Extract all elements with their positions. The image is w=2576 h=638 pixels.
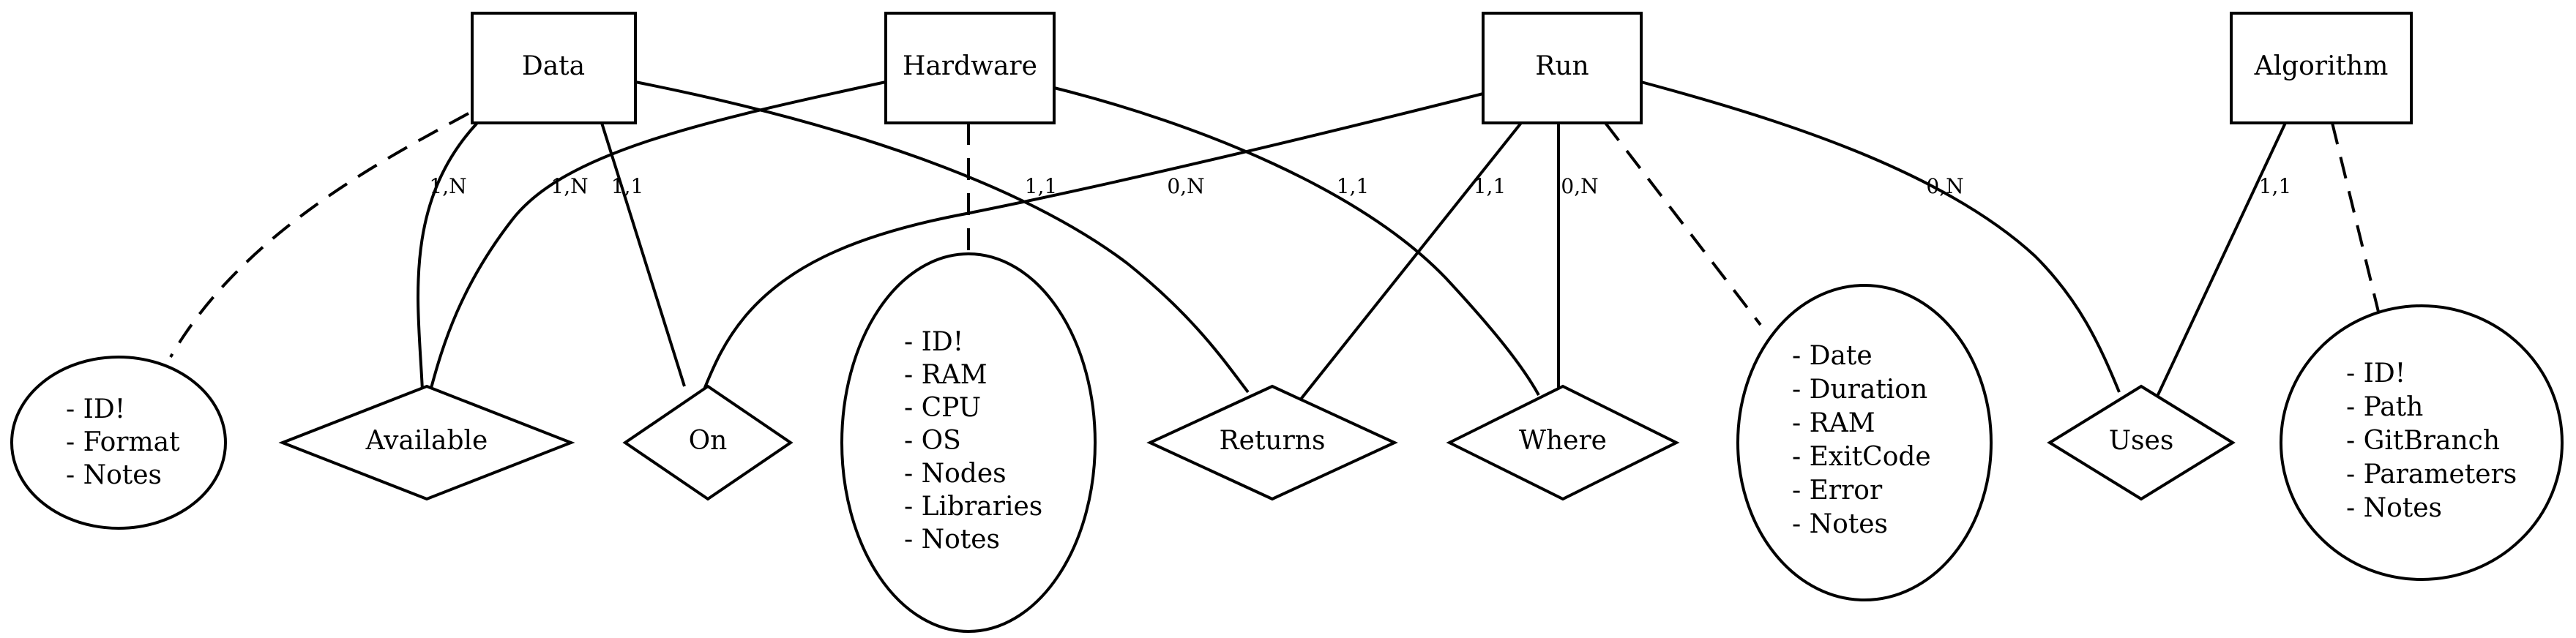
card-data-available: 1,N bbox=[429, 174, 466, 198]
attributes-algorithm-line: - GitBranch bbox=[2346, 426, 2500, 456]
edge-data-returns bbox=[635, 80, 1250, 394]
relation-returns-shape bbox=[1146, 384, 1398, 501]
attributes-run-ellipse bbox=[1736, 284, 1993, 601]
attributes-data-ellipse bbox=[10, 356, 227, 530]
entity-hardware: Hardware bbox=[884, 12, 1056, 124]
attributes-data-line: - Format bbox=[66, 427, 180, 457]
entity-run: Run bbox=[1482, 12, 1643, 124]
relation-on: On bbox=[622, 384, 794, 501]
relation-uses-shape bbox=[2047, 384, 2236, 501]
edge-run-uses bbox=[1640, 80, 2121, 393]
attributes-run-line: - Notes bbox=[1792, 509, 1888, 539]
edge-data-available bbox=[417, 121, 479, 391]
edge-hardware-where bbox=[1053, 86, 1540, 396]
attributes-hardware-line: - Nodes bbox=[904, 459, 1007, 489]
entity-hardware-label: Hardware bbox=[903, 51, 1037, 81]
attributes-hardware-line: - RAM bbox=[904, 360, 988, 390]
relation-available-shape bbox=[278, 384, 575, 501]
edge-algorithm-uses bbox=[2154, 122, 2287, 400]
edge-run-attributes bbox=[1604, 121, 1762, 326]
edge-data-on bbox=[600, 122, 686, 387]
attributes-run-line: - Error bbox=[1792, 476, 1883, 506]
attributes-hardware: - ID! - RAM - CPU - OS - Nodes - Librari… bbox=[840, 252, 1097, 633]
attributes-algorithm-line: - Path bbox=[2346, 392, 2423, 422]
attributes-hardware-line: - OS bbox=[904, 426, 961, 456]
edge-algorithm-attributes bbox=[2331, 122, 2381, 315]
relation-where-label: Where bbox=[1519, 426, 1607, 456]
attributes-algorithm-line: - ID! bbox=[2346, 359, 2405, 389]
attributes-data: - ID! - Format - Notes bbox=[10, 356, 227, 530]
relation-on-label: On bbox=[689, 426, 728, 456]
card-algorithm-uses: 1,1 bbox=[2259, 174, 2292, 198]
relation-available-label: Available bbox=[365, 426, 488, 456]
attributes-run-line: - Date bbox=[1792, 341, 1873, 371]
attributes-run-line: - ExitCode bbox=[1792, 442, 1931, 472]
relation-available: Available bbox=[278, 384, 575, 501]
cardinality-labels: 1,N 1,N 1,1 1,1 0,N 1,1 1,1 0,N 0,N 1,1 bbox=[429, 174, 2291, 198]
edge-run-on bbox=[703, 92, 1484, 390]
entity-data-box bbox=[471, 12, 637, 124]
entity-algorithm-label: Algorithm bbox=[2254, 51, 2389, 81]
attributes-hardware-line: - Libraries bbox=[904, 492, 1042, 522]
entity-algorithm: Algorithm bbox=[2230, 12, 2413, 124]
attributes-hardware-line: - Notes bbox=[904, 525, 1000, 555]
attributes-hardware-ellipse bbox=[840, 252, 1097, 633]
edge-data-attributes bbox=[169, 112, 469, 359]
card-run-on: 0,N bbox=[1167, 174, 1204, 198]
edge-hardware-available bbox=[429, 80, 886, 391]
card-run-uses: 0,N bbox=[1926, 174, 1963, 198]
attributes-algorithm: - ID! - Path - GitBranch - Parameters - … bbox=[2280, 304, 2564, 581]
attributes-data-line: - Notes bbox=[66, 460, 162, 490]
relation-on-shape bbox=[622, 384, 794, 501]
relation-uses: Uses bbox=[2047, 384, 2236, 501]
card-run-where: 0,N bbox=[1561, 174, 1598, 198]
relation-where: Where bbox=[1446, 384, 1680, 501]
edges bbox=[169, 80, 2381, 402]
entity-algorithm-box bbox=[2230, 12, 2413, 124]
relation-returns: Returns bbox=[1146, 384, 1398, 501]
card-data-on: 1,1 bbox=[611, 174, 644, 198]
relation-returns-label: Returns bbox=[1220, 426, 1326, 456]
attributes-data-line: - ID! bbox=[66, 394, 125, 424]
attributes-run-line: - Duration bbox=[1792, 375, 1927, 405]
attributes-algorithm-ellipse bbox=[2280, 304, 2564, 581]
entity-run-label: Run bbox=[1535, 51, 1588, 81]
card-hardware-where: 1,1 bbox=[1337, 174, 1370, 198]
entity-data: Data bbox=[471, 12, 637, 124]
card-run-returns: 1,1 bbox=[1474, 174, 1507, 198]
attributes-run-line: - RAM bbox=[1792, 408, 1875, 438]
attributes-hardware-line: - CPU bbox=[904, 393, 981, 423]
entity-run-box bbox=[1482, 12, 1643, 124]
attributes-algorithm-line: - Notes bbox=[2346, 493, 2442, 523]
attributes-run: - Date - Duration - RAM - ExitCode - Err… bbox=[1736, 284, 1993, 601]
entity-data-label: Data bbox=[522, 51, 585, 81]
entity-hardware-box bbox=[884, 12, 1056, 124]
relation-uses-label: Uses bbox=[2109, 426, 2174, 456]
attributes-algorithm-line: - Parameters bbox=[2346, 459, 2517, 489]
edge-run-returns bbox=[1298, 121, 1523, 402]
relation-where-shape bbox=[1446, 384, 1680, 501]
card-hardware-available: 1,N bbox=[550, 174, 588, 198]
attributes-hardware-line: - ID! bbox=[904, 327, 963, 357]
card-data-returns: 1,1 bbox=[1025, 174, 1058, 198]
